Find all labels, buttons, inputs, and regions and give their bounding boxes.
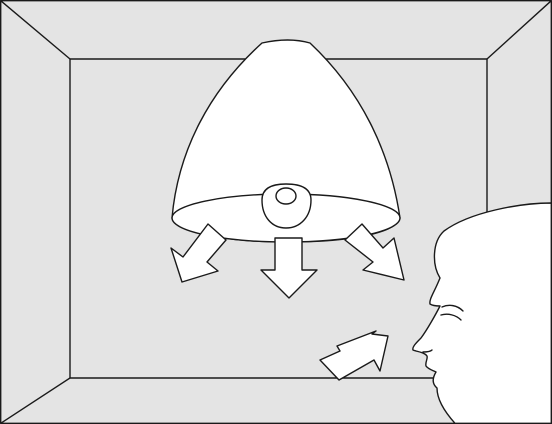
person-eyebrow — [441, 304, 464, 312]
pendant-lamp-icon — [171, 39, 401, 243]
floor-left-edge — [0, 377, 71, 424]
ceiling-left-edge — [0, 0, 71, 60]
lamp-bulb-socket — [275, 187, 297, 205]
light-arrow-right — [344, 223, 405, 281]
light-arrow-center — [260, 237, 318, 299]
person-head-profile-icon — [412, 202, 552, 424]
light-arrow-left — [170, 223, 227, 283]
person-eye — [440, 313, 462, 321]
air-arrow — [319, 330, 389, 381]
light-arrows — [170, 223, 405, 299]
ceiling-right-edge — [486, 0, 552, 60]
lamp-bulb — [261, 183, 312, 229]
person-mouth — [422, 349, 433, 353]
